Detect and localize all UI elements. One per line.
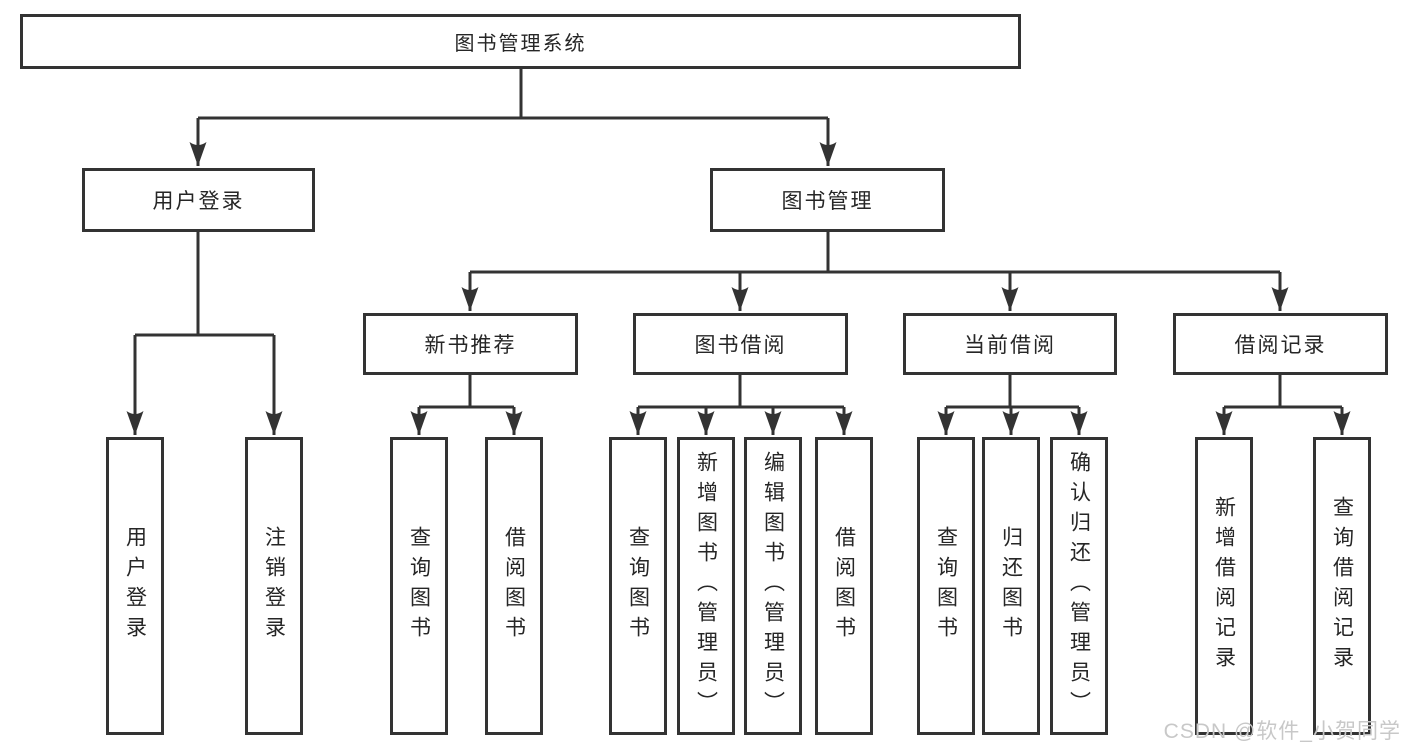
- leaf-confirm-return-admin: 确认归还（管理员）: [1050, 437, 1108, 735]
- leaf-query-borrow-record: 查询借阅记录: [1313, 437, 1371, 735]
- node-book-borrowing: 图书借阅: [633, 313, 848, 375]
- leaf-borrow-books: 借阅图书: [815, 437, 873, 735]
- leaf-logout: 注销登录: [245, 437, 303, 735]
- leaf-query-books-current: 查询图书: [917, 437, 975, 735]
- node-current-borrowing: 当前借阅: [903, 313, 1117, 375]
- leaf-add-book-admin: 新增图书（管理员）: [677, 437, 735, 735]
- leaf-query-books-borrow: 查询图书: [609, 437, 667, 735]
- leaf-user-login: 用户登录: [106, 437, 164, 735]
- leaf-query-books-recommend: 查询图书: [390, 437, 448, 735]
- node-user-login: 用户登录: [82, 168, 315, 232]
- leaf-edit-book-admin: 编辑图书（管理员）: [744, 437, 802, 735]
- node-book-management: 图书管理: [710, 168, 945, 232]
- node-library-management-system: 图书管理系统: [20, 14, 1021, 69]
- leaf-borrow-books-recommend: 借阅图书: [485, 437, 543, 735]
- leaf-add-borrow-record: 新增借阅记录: [1195, 437, 1253, 735]
- leaf-return-book: 归还图书: [982, 437, 1040, 735]
- node-new-book-recommendation: 新书推荐: [363, 313, 578, 375]
- node-borrowing-records: 借阅记录: [1173, 313, 1388, 375]
